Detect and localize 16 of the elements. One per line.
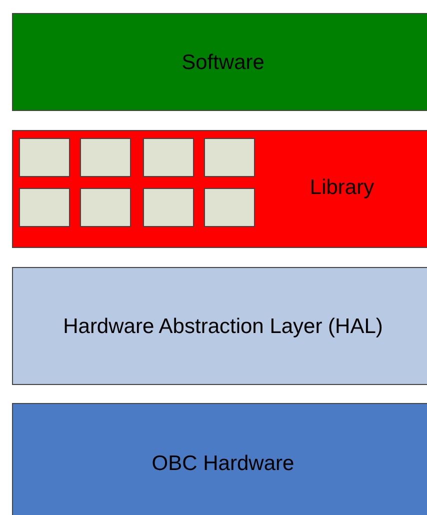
library-module-box: [80, 138, 131, 177]
layer-label: Software: [182, 51, 264, 75]
library-module-box: [204, 188, 255, 227]
library-module-box: [19, 188, 70, 227]
hardware-layer: [12, 403, 427, 515]
library-module-box: [80, 188, 131, 227]
library-module-box: [19, 138, 70, 177]
software-layer: [12, 13, 427, 111]
library-module-box: [143, 138, 194, 177]
layer-label: OBC Hardware: [152, 452, 294, 476]
layer-label: Library: [310, 176, 374, 200]
library-module-box: [143, 188, 194, 227]
library-module-box: [204, 138, 255, 177]
layer-label: Hardware Abstraction Layer (HAL): [63, 315, 383, 339]
library-layer: [12, 130, 427, 248]
hal-layer: [12, 267, 427, 385]
